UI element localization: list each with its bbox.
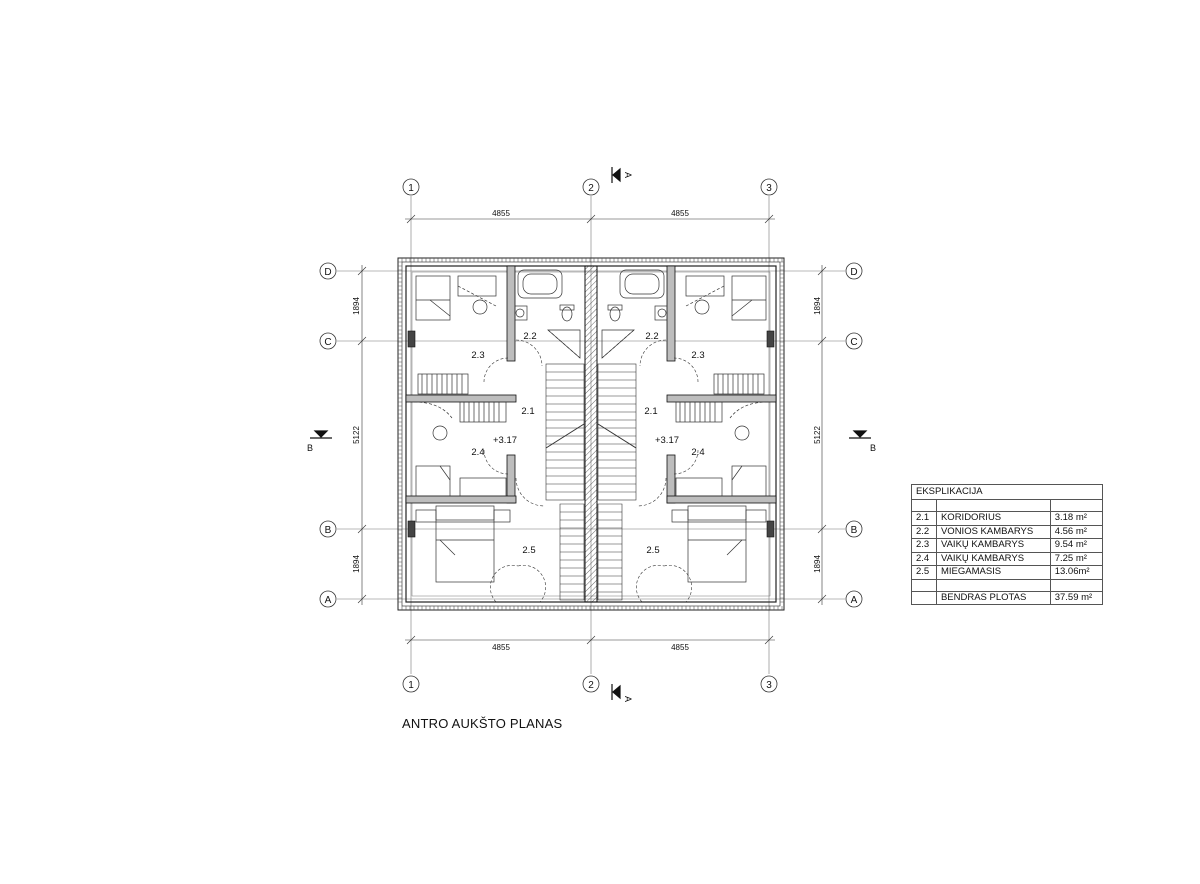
room-name: MIEGAMASIS	[935, 565, 1051, 580]
room-label-2-1-left: 2.1	[521, 406, 534, 417]
section-mark-bottom	[611, 684, 621, 700]
axis-label-b-right: B	[851, 525, 858, 536]
axis-label-d-left: D	[324, 267, 331, 278]
room-number: 2.2	[911, 524, 937, 539]
legend-cell	[911, 499, 937, 512]
axis-label-1-bottom: 1	[408, 680, 414, 691]
table-row: 2.5 MIEGAMASIS 13.06m²	[911, 565, 1104, 580]
legend-spacer-row	[911, 578, 1104, 592]
room-label-2-1-right: 2.1	[644, 406, 657, 417]
table-row: 2.3 VAIKŲ KAMBARYS 9.54 m²	[911, 538, 1104, 553]
section-label-bottom: A	[623, 696, 633, 702]
plan-title: ANTRO AUKŠTO PLANAS	[402, 716, 563, 731]
legend-total-row: BENDRAS PLOTAS 37.59 m²	[911, 590, 1104, 605]
axis-label-1-top: 1	[408, 183, 414, 194]
room-label-2-3-left: 2.3	[471, 350, 484, 361]
room-number: 2.5	[911, 565, 937, 580]
dimension-bottom-2: 4855	[671, 643, 689, 652]
axis-label-c-right: C	[850, 337, 857, 348]
axis-bubbles	[319, 178, 863, 693]
total-area: 37.59 m²	[1049, 590, 1104, 605]
party-wall	[584, 265, 598, 603]
level-mark-left: +3.17	[493, 435, 517, 446]
dimension-right-1: 1894	[813, 297, 822, 315]
axis-label-c-left: C	[324, 337, 331, 348]
furniture-left-unit	[413, 269, 581, 583]
room-name: VONIOS KAMBARYS	[935, 524, 1051, 539]
section-label-left: B	[307, 443, 313, 453]
dimension-bottom-1: 4855	[492, 643, 510, 652]
room-name: VAIKŲ KAMBARYS	[935, 551, 1051, 566]
interior-walls	[405, 265, 777, 504]
room-area: 13.06m²	[1049, 565, 1104, 580]
axis-label-b-left: B	[325, 525, 332, 536]
dimension-top-2: 4855	[671, 209, 689, 218]
legend-cell	[935, 499, 1051, 512]
table-row: 2.4 VAIKŲ KAMBARYS 7.25 m²	[911, 551, 1104, 566]
room-area: 3.18 m²	[1049, 511, 1104, 526]
dimension-lines	[357, 214, 827, 645]
stairs	[545, 363, 637, 601]
room-label-2-4-right: 2.4	[691, 447, 704, 458]
furniture-right-unit	[601, 269, 769, 583]
room-schedule-table: EKSPLIKACIJA 2.1 KORIDORIUS 3.18 m² 2.2 …	[911, 484, 1104, 605]
legend-title: EKSPLIKACIJA	[911, 484, 1103, 500]
room-label-2-4-left: 2.4	[471, 447, 484, 458]
dimension-top-1: 4855	[492, 209, 510, 218]
room-number: 2.4	[911, 551, 937, 566]
room-area: 4.56 m²	[1049, 524, 1104, 539]
exterior-wall-insulation	[398, 258, 785, 611]
legend-cell	[1049, 499, 1104, 512]
room-number: 2.3	[911, 538, 937, 553]
table-row: 2.1 KORIDORIUS 3.18 m²	[911, 511, 1104, 526]
legend-cell	[911, 578, 937, 592]
legend-spacer-row	[911, 499, 1104, 512]
room-number: 2.1	[911, 511, 937, 526]
section-mark-top	[611, 167, 621, 183]
section-label-right: B	[870, 443, 876, 453]
dimension-left-3: 1894	[352, 555, 361, 573]
legend-header-row: EKSPLIKACIJA	[911, 484, 1103, 500]
section-mark-right	[849, 430, 871, 439]
room-label-2-2-left: 2.2	[523, 331, 536, 342]
axis-label-2-bottom: 2	[588, 680, 594, 691]
dimension-right-2: 5122	[813, 426, 822, 444]
room-label-2-3-right: 2.3	[691, 350, 704, 361]
table-row: 2.2 VONIOS KAMBARYS 4.56 m²	[911, 524, 1104, 539]
axis-label-a-left: A	[325, 595, 332, 606]
legend-cell	[1049, 578, 1104, 592]
axis-label-a-right: A	[851, 595, 858, 606]
room-label-2-5-right: 2.5	[646, 545, 659, 556]
room-area: 7.25 m²	[1049, 551, 1104, 566]
legend-cell	[911, 590, 937, 605]
dimension-right-3: 1894	[813, 555, 822, 573]
legend-cell	[935, 578, 1051, 592]
section-mark-left	[310, 430, 332, 439]
section-label-top: A	[623, 172, 633, 178]
room-label-2-5-left: 2.5	[522, 545, 535, 556]
room-name: KORIDORIUS	[935, 511, 1051, 526]
dimension-left-1: 1894	[352, 297, 361, 315]
door-swings	[483, 339, 699, 603]
axis-label-3-bottom: 3	[766, 680, 772, 691]
room-label-2-2-right: 2.2	[645, 331, 658, 342]
axis-label-2-top: 2	[588, 183, 594, 194]
axis-label-d-right: D	[850, 267, 857, 278]
dimension-left-2: 5122	[352, 426, 361, 444]
wall-columns	[407, 330, 775, 538]
room-name: VAIKŲ KAMBARYS	[935, 538, 1051, 553]
level-mark-right: +3.17	[655, 435, 679, 446]
total-label: BENDRAS PLOTAS	[935, 590, 1051, 605]
room-area: 9.54 m²	[1049, 538, 1104, 553]
axis-label-3-top: 3	[766, 183, 772, 194]
